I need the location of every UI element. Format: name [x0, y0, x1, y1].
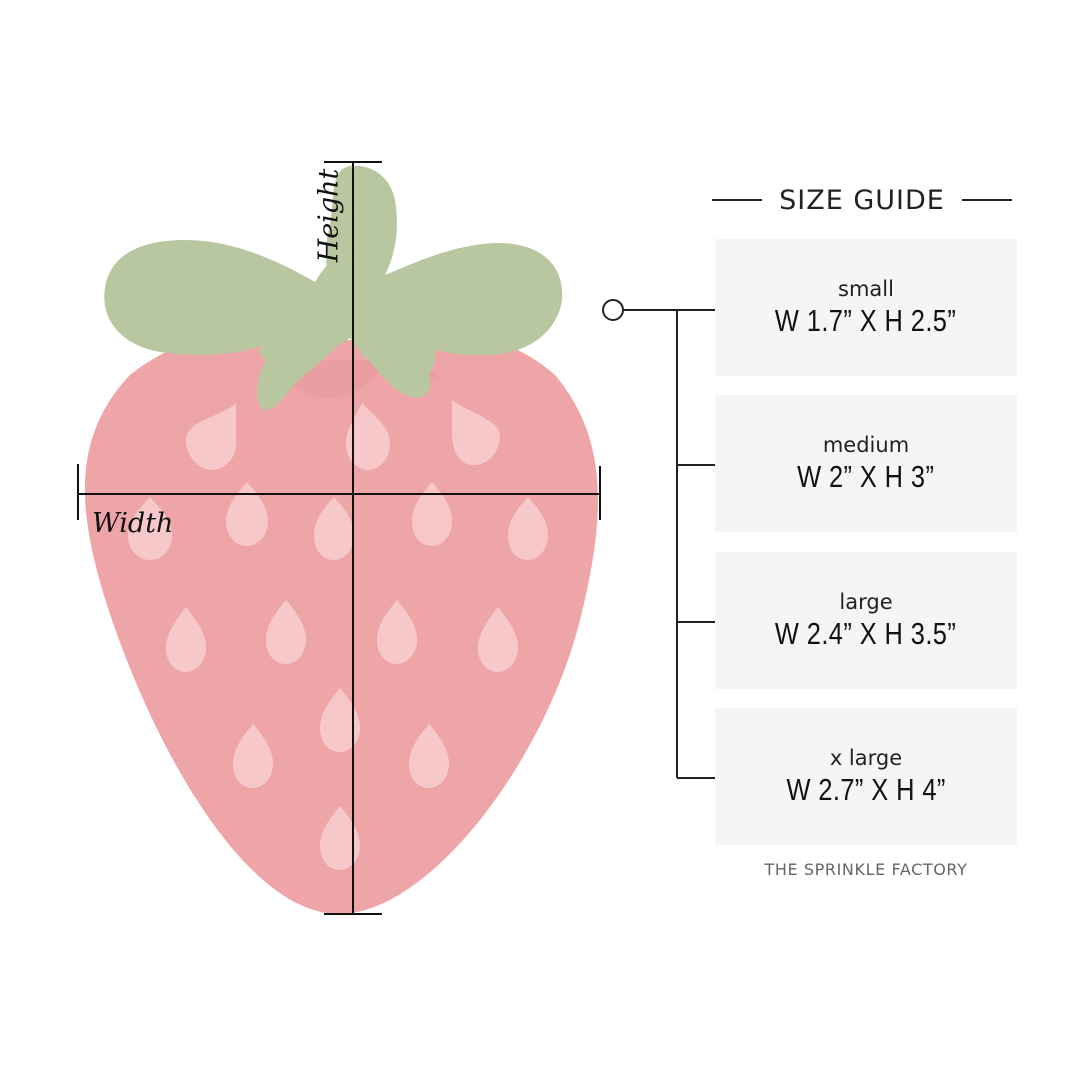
seed — [452, 400, 500, 465]
size-name: small — [838, 276, 894, 301]
leaf-front — [257, 330, 350, 411]
size-card-small: small W 1.7” X H 2.5” — [715, 239, 1017, 376]
size-card-x-large: x large W 2.7” X H 4” — [715, 708, 1017, 845]
size-guide-title: SIZE GUIDE — [779, 184, 945, 216]
measurement-lines — [77, 161, 601, 915]
strawberry-leaves — [104, 165, 563, 411]
seed — [166, 607, 206, 672]
size-guide-header: SIZE GUIDE — [712, 180, 1012, 220]
seed — [508, 497, 548, 560]
leaf — [104, 240, 350, 363]
size-dimensions: W 2.7” X H 4” — [786, 771, 946, 807]
size-name: large — [839, 589, 893, 614]
seed — [320, 688, 360, 752]
size-name: x large — [829, 745, 903, 770]
leaf-front — [350, 325, 431, 398]
seed — [186, 403, 237, 470]
seed — [377, 600, 417, 664]
seed — [128, 497, 172, 560]
size-dimensions: W 2” X H 3” — [797, 458, 935, 494]
header-rule-left — [712, 199, 762, 201]
width-label: Width — [92, 508, 174, 539]
size-dimensions: W 1.7” X H 2.5” — [775, 302, 957, 338]
seed — [320, 806, 360, 870]
seed — [346, 403, 390, 470]
size-dimensions: W 2.4” X H 3.5” — [775, 615, 957, 651]
strawberry-body — [84, 333, 598, 915]
height-label: Height — [313, 168, 345, 263]
seed — [478, 607, 518, 672]
leaf — [326, 165, 563, 383]
size-card-medium: medium W 2” X H 3” — [715, 395, 1017, 532]
brand-footer: THE SPRINKLE FACTORY — [764, 860, 968, 879]
connector-node — [602, 299, 624, 321]
seed — [314, 497, 354, 560]
seed — [226, 482, 268, 546]
size-name: medium — [822, 432, 910, 457]
strawberry-seeds — [128, 400, 548, 870]
seed — [409, 724, 449, 788]
header-rule-right — [962, 199, 1012, 201]
size-card-large: large W 2.4” X H 3.5” — [715, 552, 1017, 689]
seed — [233, 724, 273, 788]
seed — [266, 600, 306, 664]
seed — [412, 482, 452, 546]
